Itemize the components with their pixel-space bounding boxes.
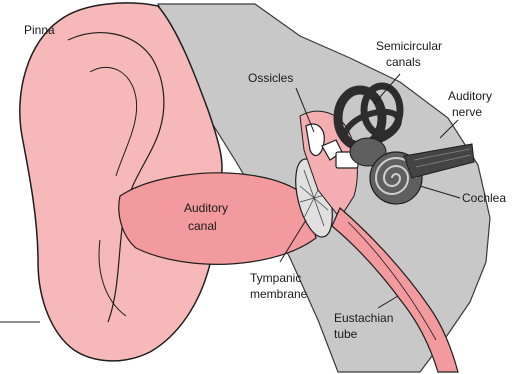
label-pinna: Pinna bbox=[24, 23, 55, 37]
label-semicircular-canals: Semicircular canals bbox=[376, 39, 445, 69]
label-tympanic-membrane: Tympanic membrane bbox=[250, 271, 308, 301]
auditory-canal bbox=[119, 173, 316, 264]
label-cochlea: Cochlea bbox=[462, 191, 506, 205]
label-ossicles: Ossicles bbox=[248, 71, 293, 85]
label-auditory-nerve: Auditory nerve bbox=[448, 89, 495, 119]
